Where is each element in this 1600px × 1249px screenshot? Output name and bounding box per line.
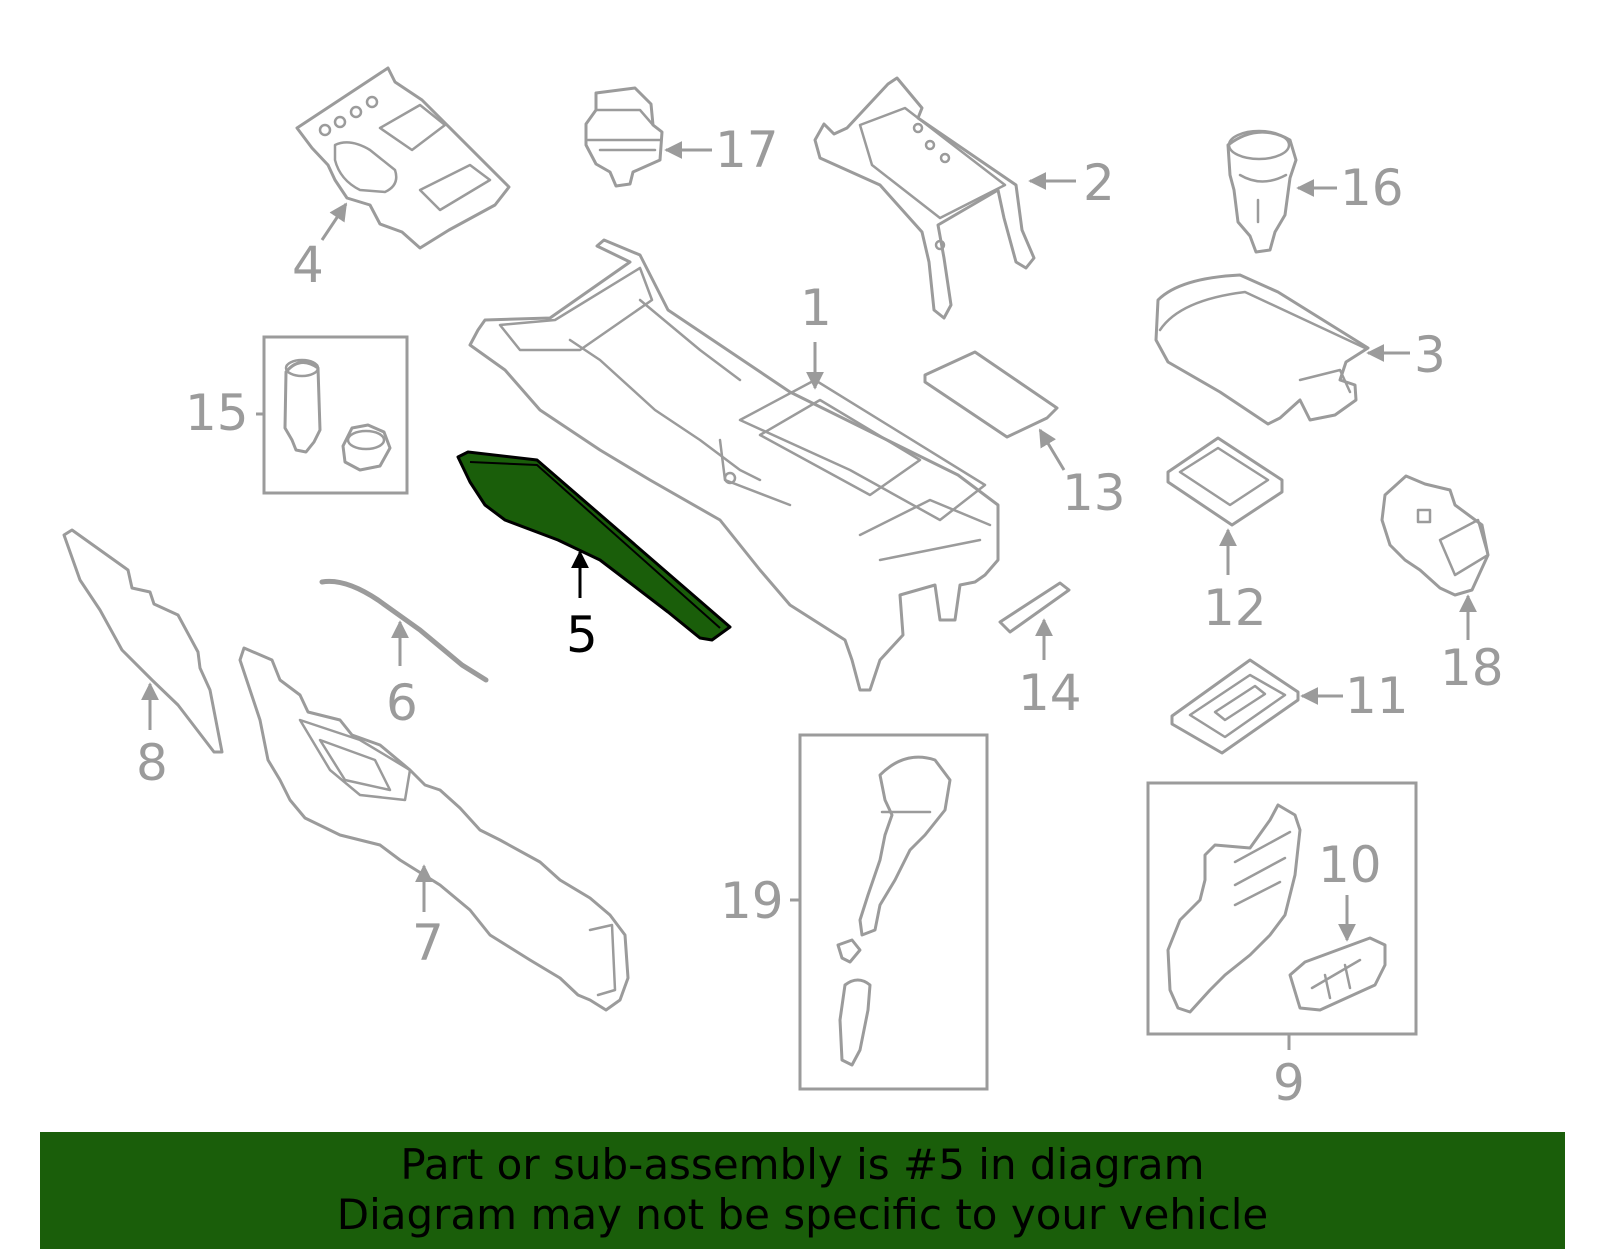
part-16-power-socket: [1226, 129, 1298, 254]
callout-6: 6: [386, 674, 418, 732]
part-2-bracket: [813, 76, 1036, 320]
callout-14: 14: [1018, 664, 1082, 722]
callout-12: 12: [1203, 579, 1267, 637]
banner-line-disclaimer: Diagram may not be specific to your vehi…: [336, 1190, 1269, 1239]
part-13-pad: [923, 350, 1059, 439]
part-4-shifter-finisher: [295, 66, 511, 250]
leader-4: [320, 202, 348, 241]
part-8-side-panel: [62, 528, 224, 754]
part-1-console-body: [468, 238, 1000, 692]
part-19-box: [798, 733, 989, 1091]
info-banner: Part or sub-assembly is #5 in diagram Di…: [40, 1132, 1565, 1249]
callout-2: 2: [1083, 154, 1115, 212]
callout-11: 11: [1345, 667, 1409, 725]
leader-lines: [141, 141, 1477, 1050]
part-11-plate: [1170, 658, 1300, 755]
callout-15: 15: [185, 384, 249, 442]
callout-16: 16: [1340, 159, 1404, 217]
part-17-switch: [584, 86, 664, 188]
part-7-lower-panel: [238, 646, 630, 1012]
leader-13: [1038, 428, 1066, 471]
callout-7: 7: [412, 914, 444, 972]
callout-19: 19: [720, 872, 784, 930]
part-15-box: [262, 335, 409, 495]
banner-line-part-number: Part or sub-assembly is #5 in diagram: [400, 1140, 1205, 1189]
part-3-armrest-lid: [1154, 273, 1370, 426]
callout-18: 18: [1440, 639, 1504, 697]
part-12-tray: [1166, 436, 1284, 527]
part-9-box: [1146, 781, 1418, 1036]
callout-17: 17: [715, 121, 779, 179]
part-5-highlighted-trim: [456, 450, 732, 642]
callout-10: 10: [1318, 836, 1382, 894]
callout-3: 3: [1414, 326, 1446, 384]
callout-1: 1: [800, 279, 832, 337]
part-18-switch: [1380, 474, 1490, 597]
part-6-trim-strip: [319, 578, 489, 683]
part-5-highlight-shape: [456, 450, 732, 642]
callout-9: 9: [1273, 1054, 1305, 1112]
callout-13: 13: [1062, 464, 1126, 522]
callout-numbers: 17 2 16 4 1 3 15 13 12 18 5 14 6 11 8 10…: [136, 121, 1504, 1112]
part-14-strip: [998, 581, 1071, 634]
callout-5: 5: [566, 606, 598, 664]
callout-4: 4: [292, 236, 324, 294]
callout-8: 8: [136, 734, 168, 792]
